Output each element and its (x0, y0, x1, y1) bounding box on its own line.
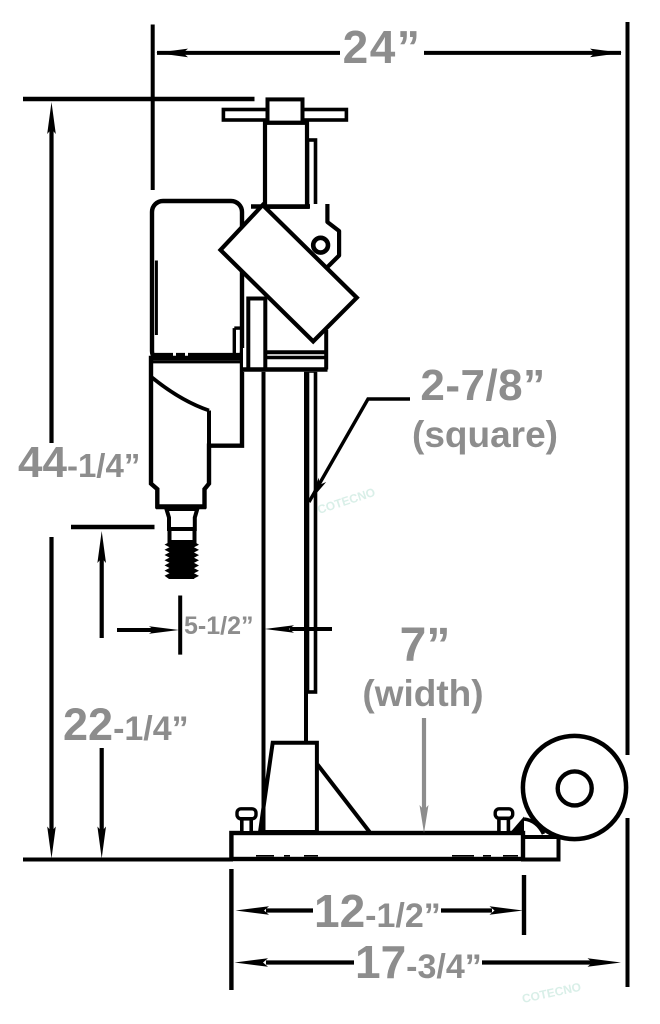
svg-text:12-1/2”: 12-1/2” (314, 885, 441, 937)
svg-text:(square): (square) (412, 414, 558, 455)
svg-text:7”: 7” (400, 619, 451, 672)
svg-text:COTECNO: COTECNO (521, 980, 583, 1006)
svg-text:2-7/8”: 2-7/8” (420, 361, 545, 410)
svg-text:COTECNO: COTECNO (316, 485, 377, 517)
svg-text:22-1/4”: 22-1/4” (63, 699, 189, 750)
svg-text:(width): (width) (362, 673, 483, 714)
svg-text:17-3/4”: 17-3/4” (355, 936, 482, 988)
svg-text:24”: 24” (343, 21, 422, 73)
svg-text:44-1/4”: 44-1/4” (18, 438, 140, 487)
svg-text:5-1/2”: 5-1/2” (184, 612, 253, 640)
